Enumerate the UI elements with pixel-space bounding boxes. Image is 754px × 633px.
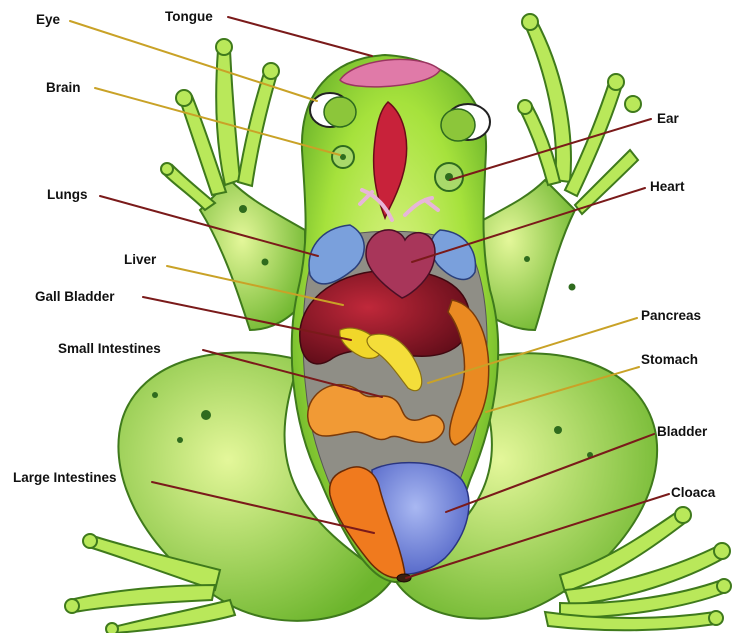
left-hand xyxy=(161,39,279,210)
eye-leader xyxy=(70,21,317,101)
label-bladder: Bladder xyxy=(657,424,708,439)
label-liver: Liver xyxy=(124,252,157,267)
label-ear: Ear xyxy=(657,111,680,126)
label-small-intestines: Small Intestines xyxy=(58,341,161,356)
label-eye: Eye xyxy=(36,12,61,27)
tongue-leader xyxy=(228,17,372,56)
label-gall-bladder: Gall Bladder xyxy=(35,289,115,304)
label-tongue: Tongue xyxy=(165,9,213,24)
label-large-intestines: Large Intestines xyxy=(13,470,117,485)
label-lungs: Lungs xyxy=(47,187,88,202)
label-brain: Brain xyxy=(46,80,81,95)
label-stomach: Stomach xyxy=(641,352,698,367)
label-cloaca: Cloaca xyxy=(671,485,716,500)
right-hand xyxy=(518,14,641,214)
label-heart: Heart xyxy=(650,179,685,194)
label-pancreas: Pancreas xyxy=(641,308,701,323)
